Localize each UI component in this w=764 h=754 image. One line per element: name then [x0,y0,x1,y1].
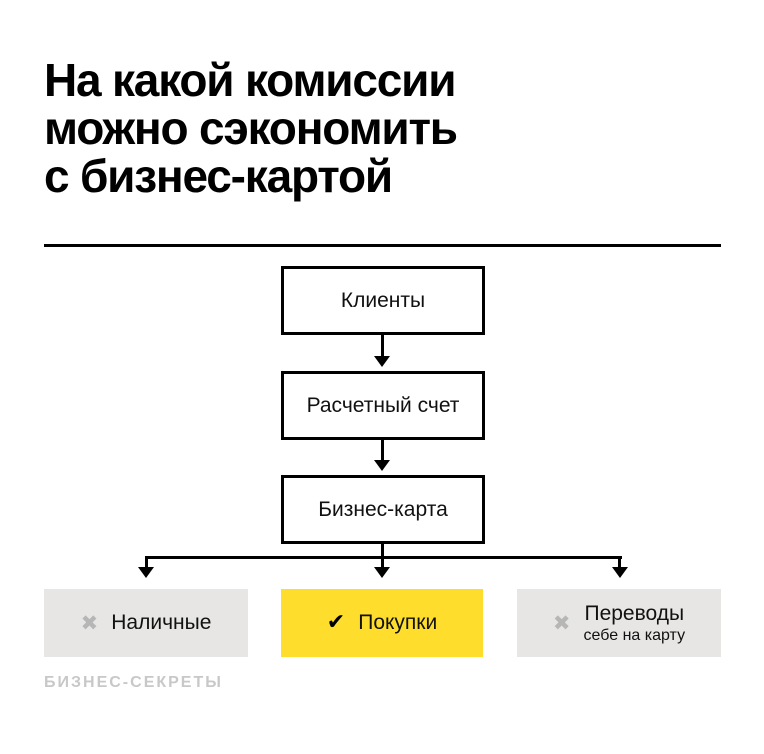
arrow-down-icon [374,567,390,578]
branch-line-center [381,556,384,568]
outcome-label: Наличные [111,611,212,634]
outcome-transfers: ✖ Переводы себе на карту [517,589,721,657]
flow-node-business-card: Бизнес-карта [281,475,485,544]
cross-icon: ✖ [80,610,99,635]
flow-node-label: Бизнес-карта [318,497,448,521]
arrow-line [381,335,384,357]
arrow-down-icon [374,356,390,367]
outcome-cash: ✖ Наличные [44,589,248,657]
branch-line-left [145,556,148,568]
arrow-down-icon [138,567,154,578]
branch-line-right [618,556,621,568]
outcome-label: Покупки [358,611,438,634]
outcome-label: Переводы [584,601,685,625]
flow-node-account: Расчетный счет [281,371,485,440]
arrow-down-icon [374,460,390,471]
outcome-purchases: ✔ Покупки [281,589,483,657]
flow-node-clients: Клиенты [281,266,485,335]
title-divider [44,244,721,247]
outcome-sublabel: себе на карту [583,626,686,644]
check-icon: ✔ [326,610,346,635]
arrow-line [381,440,384,461]
outcome-text-block: Переводы себе на карту [584,602,686,645]
brand-logo: БИЗНЕС-СЕКРЕТЫ [44,674,223,691]
flow-node-label: Клиенты [340,288,426,312]
page-title: На какой комиссии можно сэкономить с биз… [44,54,458,202]
arrow-down-icon [612,567,628,578]
flow-node-label: Расчетный счет [306,393,460,417]
branch-stem-line [381,544,384,559]
cross-icon: ✖ [552,610,571,635]
